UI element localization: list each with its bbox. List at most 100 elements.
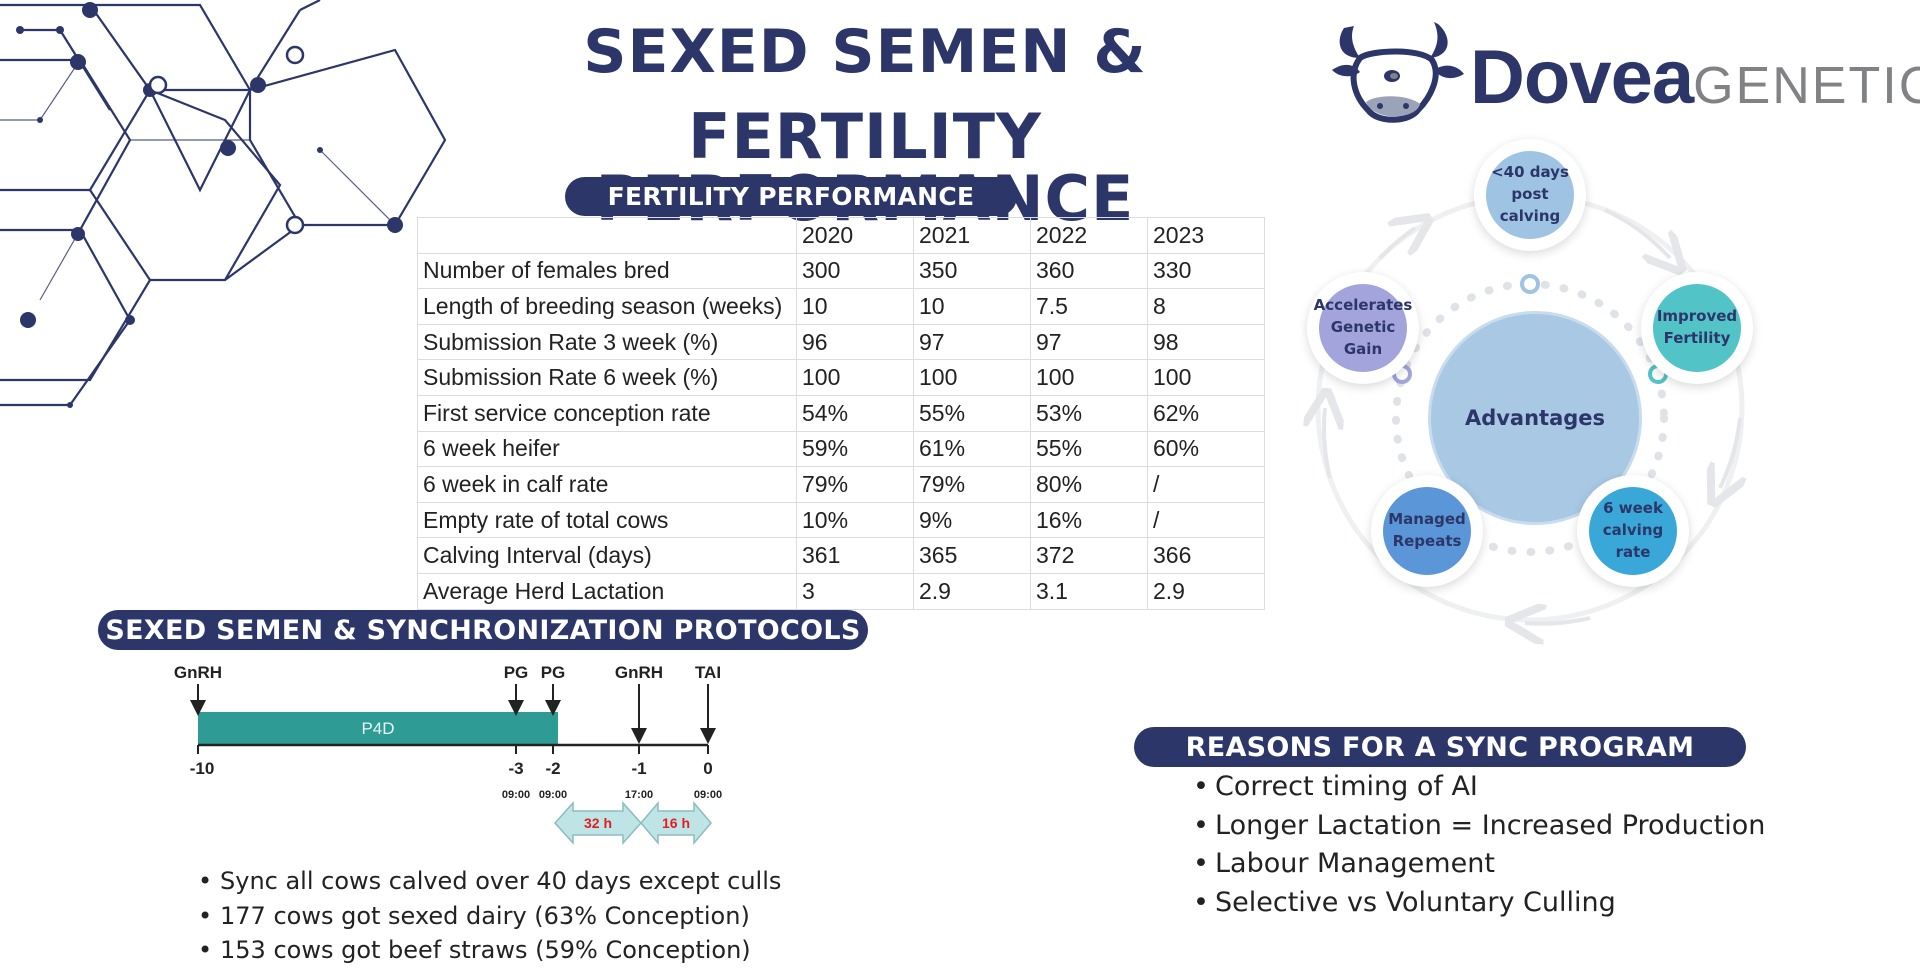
table-cell: 98 (1147, 323, 1265, 361)
list-item: Sync all cows calved over 40 days except… (198, 864, 781, 899)
time-label: 09:00 (502, 789, 530, 801)
advantage-node-label-line: Fertility (1663, 329, 1731, 347)
event-label-pg-1: PG (504, 663, 529, 682)
time-label: 09:00 (694, 789, 722, 801)
advantage-node-label-line: Managed (1388, 510, 1466, 529)
table-cell: 79% (796, 466, 914, 503)
table-cell: / (1147, 501, 1265, 539)
fertility-performance-table: 2020 2021 2022 2023 Number of females br… (417, 217, 1265, 610)
table-row-label: Submission Rate 3 week (%) (417, 323, 797, 361)
table-cell: 100 (1147, 359, 1265, 396)
table-year-header: 2021 (913, 217, 1031, 254)
day-label: -1 (631, 759, 646, 778)
table-cell: 372 (1030, 537, 1148, 574)
table-cell: 55% (1030, 430, 1148, 468)
table-cell: 96 (796, 323, 914, 361)
event-label-tai: TAI (695, 663, 721, 682)
fertility-performance-heading: FERTILITY PERFORMANCE (565, 177, 1017, 216)
advantage-node-label-line: post calving (1499, 185, 1561, 225)
event-label-gnrh-2: GnRH (615, 663, 663, 682)
table-cell: 55% (913, 394, 1031, 432)
table-cell: 100 (796, 359, 914, 396)
advantage-node-label-line: rate (1615, 542, 1651, 561)
advantage-node-label-line: calving (1602, 521, 1664, 540)
event-label-pg-2: PG (541, 663, 566, 682)
table-cell: 97 (1030, 323, 1148, 361)
list-item: Longer Lactation = Increased Production (1193, 807, 1765, 846)
list-item: 177 cows got sexed dairy (63% Conception… (198, 899, 781, 934)
list-item: Correct timing of AI (1193, 768, 1765, 807)
table-cell: 61% (913, 430, 1031, 468)
table-cell: 360 (1030, 252, 1148, 290)
table-cell: 10% (796, 501, 914, 539)
hexagon-network-decoration (0, 0, 447, 408)
advantage-node-label-line: Accelerates (1313, 296, 1413, 315)
table-cell: 54% (796, 394, 914, 432)
reasons-bullet-list: Correct timing of AI Longer Lactation = … (1193, 768, 1765, 922)
sync-protocol-timeline: P4D GnRH PG PG GnRH TAI -10 -3 -2 -1 0 0… (174, 663, 722, 846)
day-label: -10 (190, 759, 215, 778)
list-item: Selective vs Voluntary Culling (1193, 884, 1765, 923)
table-cell: 330 (1147, 252, 1265, 290)
table-cell: 10 (796, 288, 914, 325)
advantage-node-label-line: Repeats (1392, 532, 1462, 550)
table-row-label: First service conception rate (417, 394, 797, 432)
advantage-node-label-line: Gain (1343, 339, 1383, 358)
advantages-center-label: Advantages (1464, 405, 1606, 430)
table-cell: 366 (1147, 537, 1265, 574)
table-cell: 350 (913, 252, 1031, 290)
table-cell: 2.9 (1147, 572, 1265, 610)
list-item: Labour Management (1193, 845, 1765, 884)
table-row-label: Average Herd Lactation (417, 572, 797, 610)
table-cell: 3.1 (1030, 572, 1148, 610)
table-cell: 9% (913, 501, 1031, 539)
table-cell: 361 (796, 537, 914, 574)
table-row-label: 6 week in calf rate (417, 466, 797, 503)
table-row-label: Submission Rate 6 week (%) (417, 359, 797, 396)
advantage-node: <40 days post calving (1486, 151, 1574, 239)
table-corner-cell (417, 217, 797, 254)
advantage-node-label-line: <40 days (1491, 163, 1569, 182)
reasons-heading: REASONS FOR A SYNC PROGRAM (1134, 727, 1746, 767)
table-row-label: Length of breeding season (weeks) (417, 288, 797, 325)
advantage-node-label-line: Improved (1656, 307, 1738, 326)
table-cell: 53% (1030, 394, 1148, 432)
time-label: 17:00 (625, 789, 653, 801)
interval-arrow-16h (640, 800, 712, 846)
sync-bullet-list: Sync all cows calved over 40 days except… (198, 864, 781, 968)
table-year-header: 2022 (1030, 217, 1148, 254)
p4d-bar-label: P4D (361, 719, 394, 738)
table-cell: 79% (913, 466, 1031, 503)
table-cell: 16% (1030, 501, 1148, 539)
sync-protocols-heading: SEXED SEMEN & SYNCHRONIZATION PROTOCOLS (98, 610, 868, 650)
table-cell: 3 (796, 572, 914, 610)
page-title-line-1: SEXED SEMEN & (583, 17, 1147, 87)
table-year-header: 2023 (1147, 217, 1265, 254)
table-row-label: Number of females bred (417, 252, 797, 290)
table-cell: 100 (913, 359, 1031, 396)
cow-head-icon (1332, 22, 1464, 123)
day-label: 0 (703, 759, 712, 778)
table-row-label: Empty rate of total cows (417, 501, 797, 539)
table-cell: 60% (1147, 430, 1265, 468)
table-year-header: 2020 (796, 217, 914, 254)
table-cell: 97 (913, 323, 1031, 361)
table-cell: 59% (796, 430, 914, 468)
logo-suffix-text: GENETICS (1693, 57, 1920, 115)
dovea-genetics-logo: DoveaGENETICS (1330, 18, 1920, 136)
table-cell: / (1147, 466, 1265, 503)
advantage-node-label-line: 6 week (1603, 499, 1663, 518)
table-cell: 2.9 (913, 572, 1031, 610)
table-cell: 365 (913, 537, 1031, 574)
